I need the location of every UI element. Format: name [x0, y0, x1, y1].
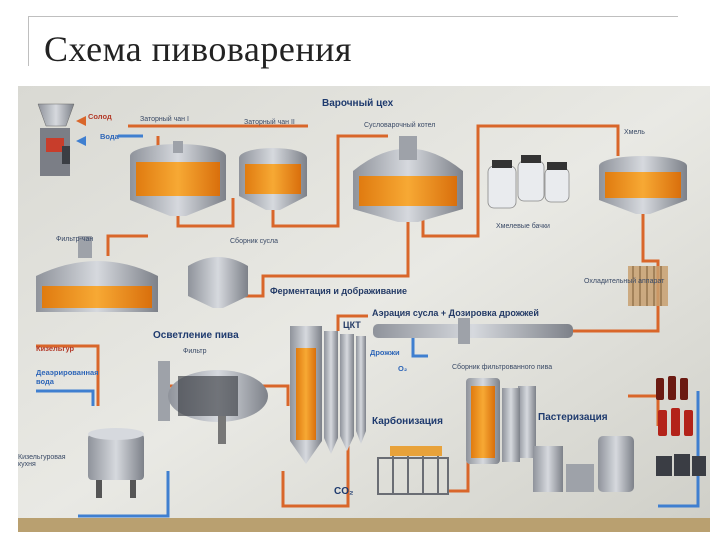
bottles-and-kegs: [656, 376, 706, 476]
mash-tun-2-label: Заторный чан II: [244, 119, 295, 126]
blue-pipes: [36, 134, 700, 518]
slide-frame-left: [28, 16, 29, 66]
carbonization-stage-label: Карбонизация: [372, 416, 443, 427]
o2-label: O₂: [398, 364, 408, 373]
fermentation-stage-label: Ферментация и дображивание: [270, 286, 408, 296]
malt-label: Солод: [88, 112, 112, 121]
kieselguhr-tank-label: Кизельгуровая кухня: [18, 454, 66, 468]
hops-label: Хмель: [624, 129, 645, 136]
slide-frame-top: [28, 16, 678, 17]
yeast-tanks-label: Хмелевые бачки: [496, 223, 550, 230]
water-arrow: [76, 136, 86, 146]
wort-collector-label: Сборник сусла: [230, 238, 279, 245]
floor-strip: [18, 518, 710, 532]
aeration-pipe: [373, 318, 573, 344]
malt-mill: [37, 103, 75, 176]
cct-tanks: [290, 326, 366, 464]
wort-collector: [188, 257, 248, 308]
cct-label: ЦКТ: [343, 320, 361, 330]
filtered-tank-label: Сборник фильтрованного пива: [452, 364, 553, 371]
lauter-tun: [36, 236, 158, 312]
mash-tun-1: [130, 141, 226, 216]
yeast-label: Дрожжи: [370, 348, 400, 357]
filtered-beer-tanks: [466, 378, 536, 464]
aeration-stage-label: Аэрация сусла + Дозировка дрожжей: [372, 308, 539, 318]
brewing-diagram-svg: [18, 86, 710, 532]
kieselguhr-filter: [158, 361, 268, 444]
mash-tun-2: [239, 148, 307, 210]
kieselguhr-tank: [88, 428, 144, 498]
brewing-diagram-photo: Варочный цех Солод Вода Заторный чан I З…: [18, 86, 710, 532]
plate-cooler-label: Охладительный аппарат: [584, 278, 665, 285]
carbonization-unit: [377, 446, 449, 495]
filter-label: Фильтр: [183, 348, 207, 355]
clarification-stage-label: Осветление пива: [153, 330, 239, 341]
pasteurization-stage-label: Пастеризация: [538, 412, 608, 423]
whirlpool-tank: [599, 156, 687, 214]
water-label: Вода: [100, 132, 119, 141]
hop-dosing-tanks: [487, 155, 570, 209]
lauter-tun-label: Фильтр-чан: [56, 236, 94, 243]
pasteurizer: [533, 436, 634, 492]
malt-arrow: [76, 116, 86, 126]
co2-label: CO₂: [334, 486, 354, 497]
deaerated-water-label: Деаэрированная вода: [36, 368, 99, 386]
plate-cooler: [628, 266, 668, 306]
brewhouse-header: Варочный цех: [322, 98, 394, 109]
wort-kettle: [353, 136, 463, 222]
mash-tun-1-label: Заторный чан I: [140, 116, 189, 123]
wort-kettle-label: Сусловарочный котел: [364, 122, 436, 129]
slide-title: Схема пивоварения: [44, 29, 352, 69]
kieselguhr-input-label: Кизельгур: [36, 344, 75, 353]
